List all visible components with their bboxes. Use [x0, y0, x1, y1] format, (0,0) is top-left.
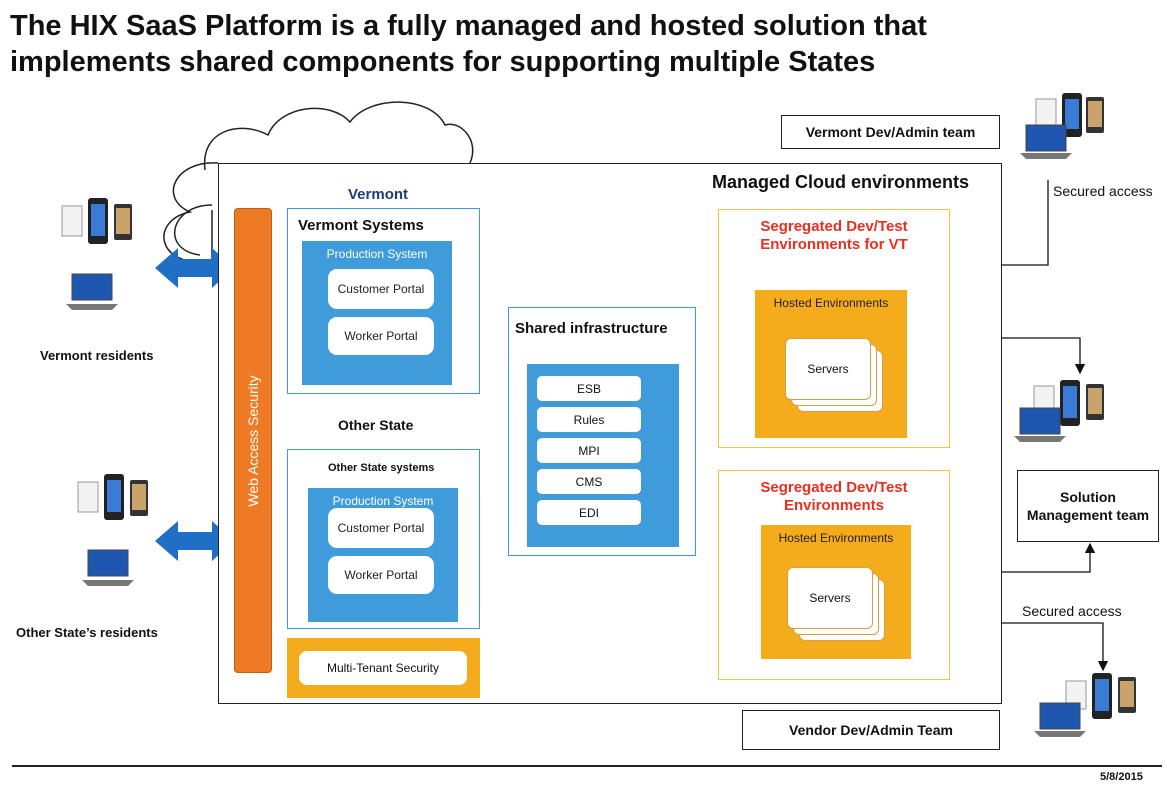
- vermont-systems-title: Vermont Systems: [298, 217, 424, 234]
- solution-management-team: Solution Management team: [1017, 470, 1159, 542]
- vendor-dev-admin-team: Vendor Dev/Admin Team: [742, 710, 1000, 750]
- segregated-vt-hosted-title: Hosted Environments: [773, 296, 889, 310]
- other-state-residents-label: Other State’s residents: [16, 625, 158, 640]
- vermont-worker-portal: Worker Portal: [328, 317, 434, 355]
- footer-rule: [12, 765, 1162, 767]
- vermont-production-system: Production System Customer Portal Worker…: [302, 241, 452, 385]
- shared-infrastructure-box: Shared infrastructure ESB Rules MPI CMS …: [508, 307, 696, 556]
- vermont-customer-portal: Customer Portal: [328, 269, 434, 309]
- segregated-title: Segregated Dev/Test Environments: [719, 479, 949, 515]
- secured-access-bottom: Secured access: [1022, 603, 1122, 619]
- segregated-title-line-1: Segregated Dev/Test: [760, 479, 908, 496]
- other-state-production-title: Production System: [332, 494, 434, 508]
- other-state-heading: Other State: [338, 417, 414, 433]
- component-edi: EDI: [537, 500, 641, 525]
- title-line-2: implements shared components for support…: [10, 46, 876, 78]
- managed-cloud-label: Managed Cloud environments: [712, 172, 970, 192]
- segregated-box: Segregated Dev/Test Environments Hosted …: [718, 470, 950, 680]
- multi-tenant-security-label: Multi-Tenant Security: [299, 651, 467, 685]
- segregated-vt-title-line-1: Segregated Dev/Test: [760, 218, 908, 235]
- segregated-vt-title: Segregated Dev/Test Environments for VT: [719, 218, 949, 254]
- web-access-security-label: Web Access Security: [245, 374, 261, 507]
- mid-admin-devices-icon: [1014, 380, 1104, 442]
- shared-components-panel: ESB Rules MPI CMS EDI: [527, 364, 679, 547]
- cloud-outline-left: [173, 204, 213, 256]
- other-state-production-system: Production System Customer Portal Worker…: [308, 488, 458, 622]
- other-state-systems-box: Other State systems Production System Cu…: [287, 449, 480, 629]
- vt-residents-devices-icon: [61, 198, 132, 310]
- footer-date: 5/8/2015: [1100, 771, 1143, 783]
- vermont-residents-label: Vermont residents: [40, 348, 154, 363]
- segregated-vt-box: Segregated Dev/Test Environments for VT …: [718, 209, 950, 448]
- other-state-customer-portal: Customer Portal: [328, 508, 434, 548]
- title-line-1: The HIX SaaS Platform is a fully managed…: [10, 10, 927, 42]
- vermont-dev-admin-team: Vermont Dev/Admin team: [781, 115, 1000, 149]
- segregated-vt-hosted-panel: Hosted Environments Servers: [755, 290, 907, 438]
- component-rules: Rules: [537, 407, 641, 432]
- other-state-worker-portal: Worker Portal: [328, 556, 434, 594]
- component-cms: CMS: [537, 469, 641, 494]
- vt-admin-devices-icon: [1020, 93, 1104, 159]
- component-mpi: MPI: [537, 438, 641, 463]
- other-state-systems-title: Other State systems: [328, 462, 435, 474]
- shared-infrastructure-title: Shared infrastructure: [515, 320, 668, 337]
- segregated-hosted-panel: Hosted Environments Servers: [761, 525, 911, 659]
- segregated-vt-servers: Servers: [785, 338, 871, 400]
- segregated-vt-title-line-2: Environments for VT: [760, 236, 908, 253]
- segregated-title-line-2: Environments: [783, 497, 885, 514]
- vermont-heading: Vermont: [348, 186, 409, 203]
- segregated-servers: Servers: [787, 567, 873, 629]
- component-esb: ESB: [537, 376, 641, 401]
- vermont-systems-box: Vermont Systems Production System Custom…: [287, 208, 480, 394]
- segregated-hosted-title: Hosted Environments: [778, 531, 894, 545]
- other-residents-devices-icon: [77, 474, 148, 586]
- vermont-production-title: Production System: [326, 247, 428, 261]
- multi-tenant-security-box: Multi-Tenant Security: [287, 638, 480, 698]
- web-access-security-bar: Web Access Security: [234, 208, 272, 673]
- secured-access-top: Secured access: [1053, 183, 1153, 199]
- vendor-devices-icon: [1034, 673, 1136, 737]
- page-title: The HIX SaaS Platform is a fully managed…: [10, 8, 1110, 80]
